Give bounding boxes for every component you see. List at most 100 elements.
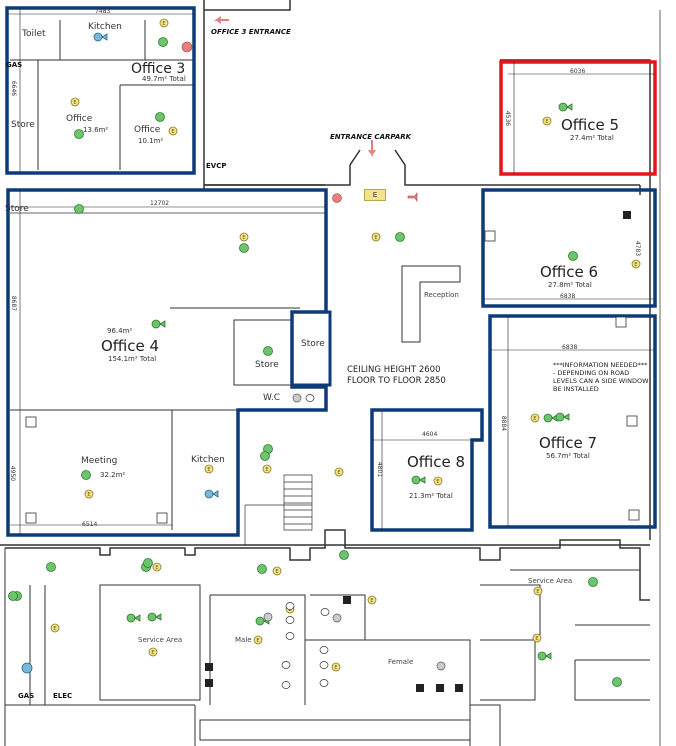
washbasin-icon (623, 211, 631, 219)
light-fixture-icon (339, 550, 349, 560)
fire-alarm-icon (181, 41, 193, 53)
office8-height-dim: 4801 (376, 461, 384, 478)
svg-text:E: E (53, 626, 56, 632)
ceiling-fan-icon (558, 102, 573, 112)
svg-text:E: E (634, 262, 637, 268)
office5-width-dim: 6036 (570, 68, 586, 75)
office4-kitchen-label: Kitchen (191, 455, 225, 465)
light-fixture-icon (143, 558, 153, 568)
exit-sign: E (364, 189, 386, 201)
walls (0, 0, 661, 746)
emergency-light-icon (204, 464, 214, 474)
light-fixture-icon (257, 564, 267, 574)
office7-note-line-1: ***INFORMATION NEEDED*** (553, 361, 648, 369)
emergency-light-icon (168, 126, 178, 136)
column-icon (628, 509, 640, 521)
toilet-icon (319, 679, 329, 687)
evcp-label: EVCP (206, 162, 227, 170)
office3-kitchen-label: Kitchen (88, 22, 122, 32)
sink-icon (93, 32, 108, 42)
svg-text:E: E (155, 565, 158, 571)
extractor-fan-icon (263, 612, 273, 622)
ceiling-fan-icon (411, 475, 426, 485)
svg-text:E: E (151, 650, 154, 656)
svg-text:E: E (533, 416, 536, 422)
office4-height-dim: 8687 (10, 295, 18, 312)
washbasin-icon (416, 684, 424, 692)
office7-height-dim: 8884 (500, 415, 508, 432)
toilet-icon (281, 661, 291, 669)
svg-text:E: E (171, 129, 174, 135)
column-icon (615, 316, 627, 328)
toilet-icon (285, 632, 295, 640)
office7-outline (488, 314, 657, 529)
office4-title: Office 4 (101, 337, 160, 355)
meeting-label: Meeting (81, 456, 118, 466)
emergency-light-icon (371, 232, 381, 242)
toilet-icon (285, 616, 295, 624)
emergency-light-icon (433, 476, 443, 486)
column-icon (25, 512, 37, 524)
emergency-light-icon (50, 623, 60, 633)
light-fixture-icon (155, 112, 165, 122)
ceiling-fan-icon (147, 612, 162, 622)
elec-label: ELEC (53, 692, 73, 700)
toilet-icon (305, 394, 315, 402)
office8-width-dim: 4604 (422, 431, 438, 438)
corridor-store-outline (290, 310, 332, 387)
alarm-sounder-icon (407, 192, 418, 202)
svg-text:E: E (334, 665, 337, 671)
wc-label: W.C (263, 393, 281, 403)
emergency-light-icon (367, 595, 377, 605)
office8-area: 21.3m² Total (409, 492, 453, 500)
light-fixture-icon (158, 37, 168, 47)
office8-title: Office 8 (407, 453, 466, 471)
column-icon (25, 416, 37, 428)
office4-store-label: Store (255, 360, 279, 370)
svg-text:E: E (162, 21, 165, 27)
svg-text:E: E (535, 636, 538, 642)
ceiling-fan-icon (537, 651, 552, 661)
ceiling-fan-icon (151, 319, 166, 329)
washbasin-icon (205, 663, 213, 671)
ceiling-fan-icon (126, 613, 141, 623)
reception-label: Reception (424, 291, 459, 299)
service-area-left-label: Service Area (138, 636, 183, 644)
emergency-light-icon (262, 464, 272, 474)
office6-title: Office 6 (540, 263, 599, 281)
emergency-light-icon (272, 566, 282, 576)
toilet-icon (281, 681, 291, 689)
light-fixture-icon (260, 451, 270, 461)
emergency-light-icon (253, 635, 263, 645)
svg-text:E: E (337, 470, 340, 476)
office-outlines (5, 6, 657, 537)
emergency-light-icon (532, 633, 542, 643)
office6-outline (481, 188, 657, 308)
emergency-light-icon (84, 489, 94, 499)
ceiling-fan-icon (543, 413, 558, 423)
svg-text:E: E (242, 235, 245, 241)
toilet-icon (319, 661, 329, 669)
office4-outline (6, 188, 328, 537)
office5-title: Office 5 (561, 116, 620, 134)
svg-text:E: E (73, 100, 76, 106)
washbasin-icon (205, 679, 213, 687)
toilet-icon (285, 602, 295, 610)
svg-text:E: E (536, 589, 539, 595)
ceiling-height-label: CEILING HEIGHT 2600 (347, 365, 441, 375)
male-label: Male (235, 636, 252, 644)
svg-text:E: E (87, 492, 90, 498)
gas-bottom-label: GAS (18, 692, 35, 700)
office5-height-dim: 4536 (504, 110, 512, 127)
office7-note-line-4: BE INSTALLED (553, 385, 599, 393)
office4-main-area: 96.4m² (107, 327, 133, 335)
floor-to-floor-label: FLOOR TO FLOOR 2850 (347, 376, 446, 386)
office3-height-dim: 6646 (10, 80, 18, 97)
gas-meter-icon (21, 662, 33, 674)
svg-text:E: E (436, 479, 439, 485)
svg-text:E: E (256, 638, 259, 644)
light-fixture-icon (263, 346, 273, 356)
office3-toilet-label: Toilet (22, 29, 46, 39)
office5-highlight (499, 60, 657, 176)
